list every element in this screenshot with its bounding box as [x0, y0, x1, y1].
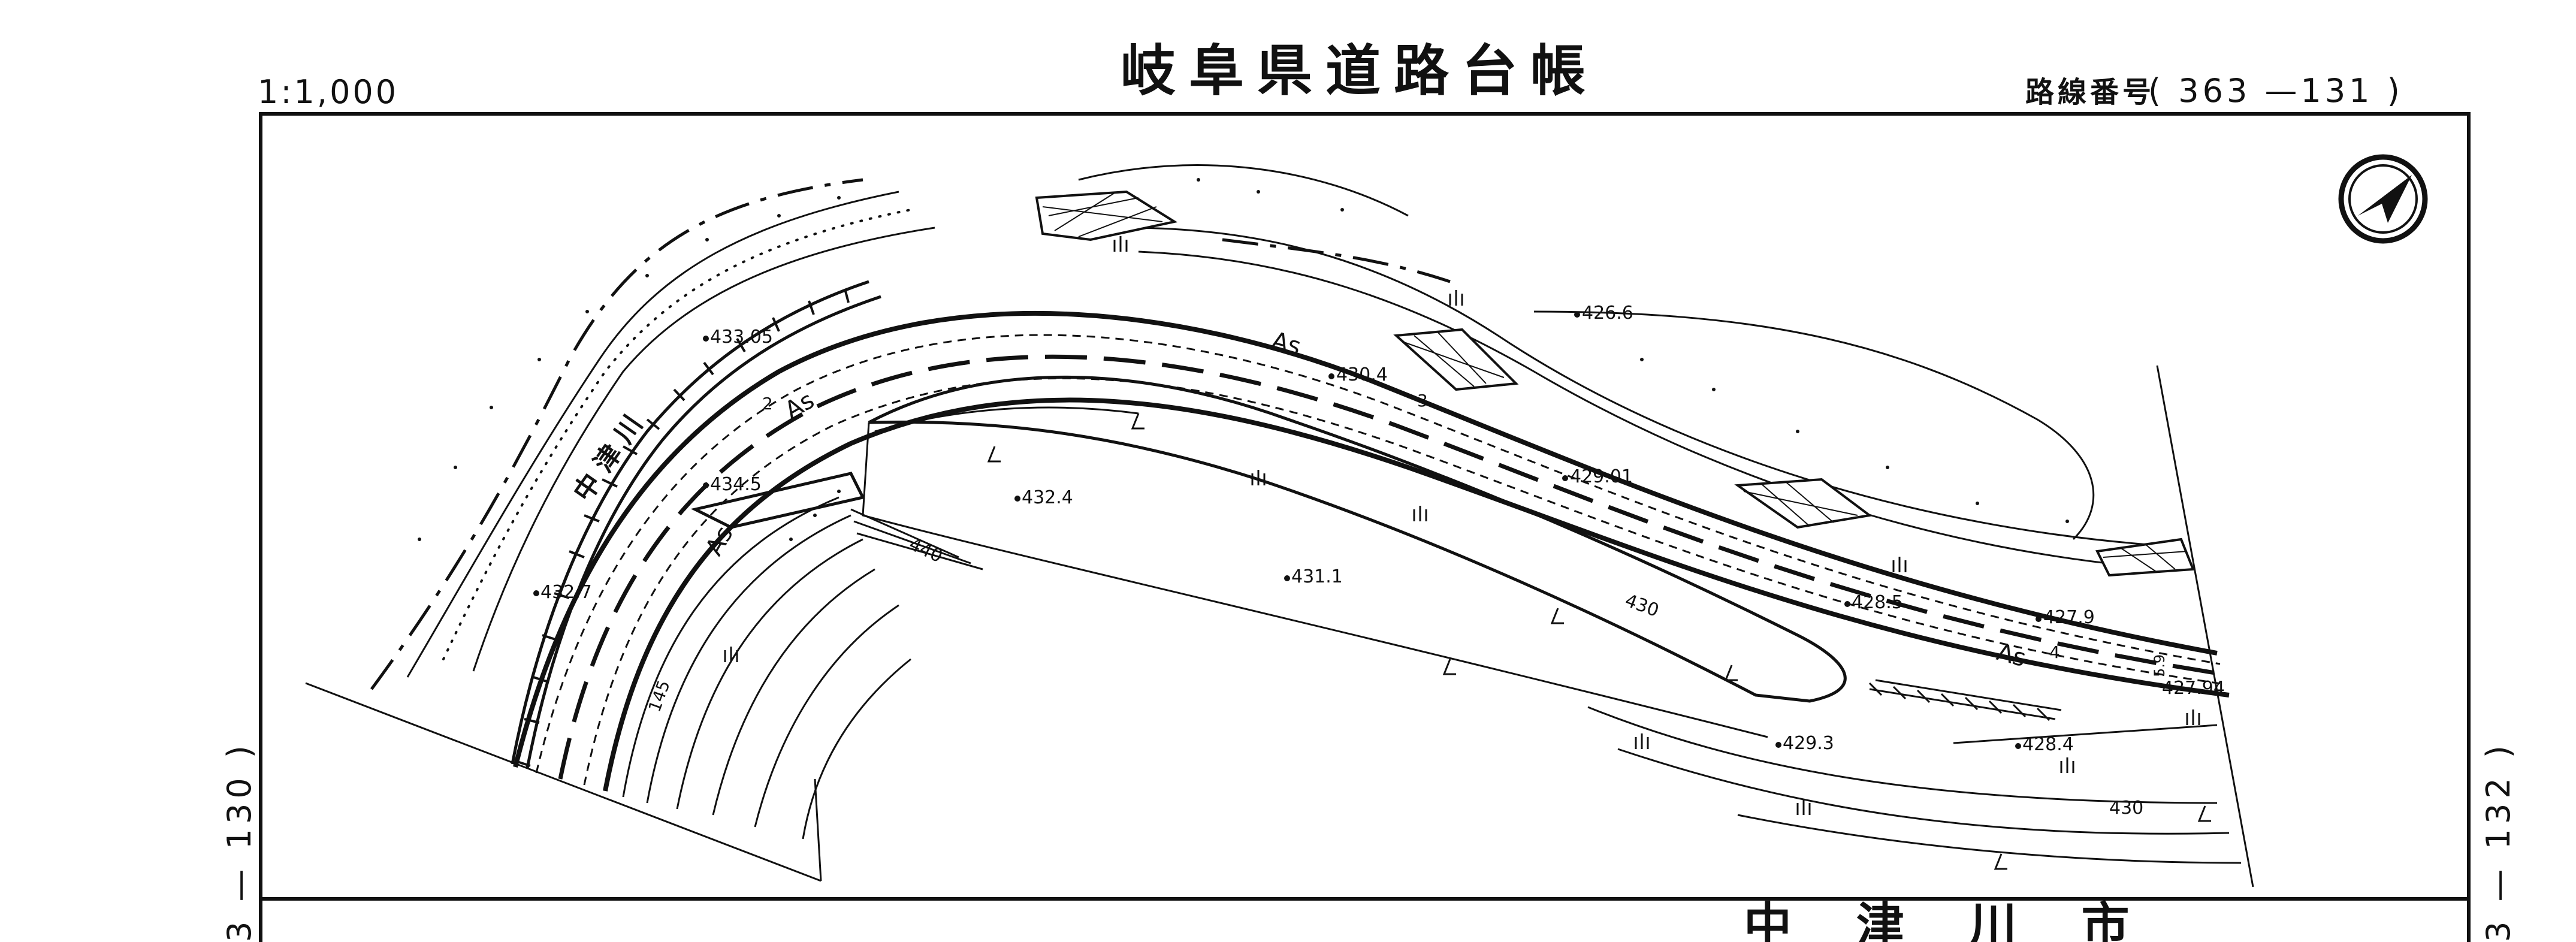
contour-label: 440 — [906, 534, 946, 567]
elevation-label: 429.01 — [1570, 466, 1633, 487]
lane-width-label: 2 — [762, 394, 773, 413]
elevation-label: 427.9 — [2043, 607, 2095, 628]
lane-width-label: 4 — [2049, 642, 2060, 662]
elevation-label: 427.94 — [2162, 678, 2225, 699]
surface-label: As — [780, 387, 819, 425]
elevation-label: 434.5 — [710, 474, 762, 495]
elevation-label: 428.5 — [1852, 592, 1903, 613]
survey-points — [533, 312, 2042, 749]
map-linework — [305, 164, 2254, 887]
elevation-label: 433.05 — [710, 327, 773, 348]
north-arrow-icon — [2338, 154, 2428, 244]
route-number-label: 路線番号 — [2025, 76, 2155, 109]
elevation-label: 429.3 — [1783, 733, 1834, 754]
sheet-title: 岐阜県道路台帳 — [1121, 39, 1599, 103]
adjacent-sheet-left: 3 — 130 ) — [221, 741, 258, 942]
contour-label: 430 — [2109, 798, 2143, 819]
route-number-value: ( 363 —131 ) — [2148, 72, 2403, 110]
elevation-label: 426.6 — [1582, 303, 1633, 324]
vegetation-symbols — [724, 236, 2211, 870]
elevation-label: 428.4 — [2022, 734, 2074, 755]
surface-label: As — [1994, 638, 2028, 672]
adjacent-sheet-right: 3 — 132 ) — [2480, 741, 2517, 942]
elevation-label: 432.7 — [540, 582, 592, 603]
elevation-label: 430.4 — [1336, 364, 1388, 385]
city-name: 中 津 川 市 — [1744, 898, 2154, 942]
lane-width-label: 5.9 — [2151, 654, 2168, 677]
contour-label: 145 — [645, 678, 674, 715]
elevation-label: 432.4 — [1022, 487, 1073, 508]
contour-label: 430 — [1622, 590, 1662, 621]
elevation-label: 431.1 — [1291, 566, 1343, 587]
lane-width-label: 3 — [1417, 391, 1428, 410]
stipple-texture — [418, 178, 2069, 541]
scale-label: 1:1,000 — [258, 73, 398, 111]
